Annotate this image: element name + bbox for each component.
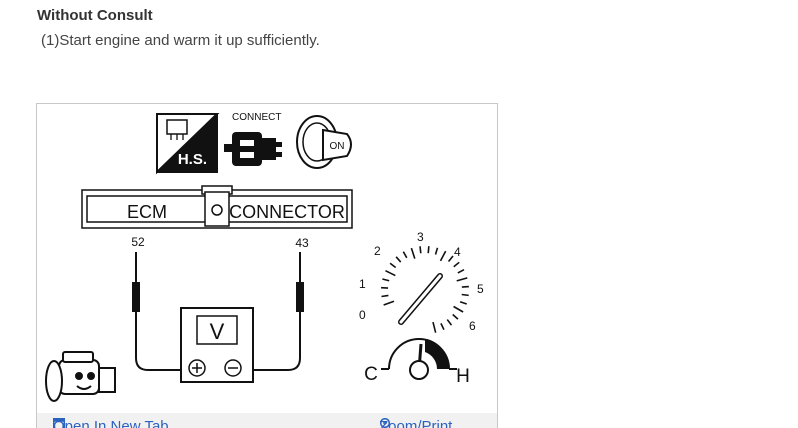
gauge-tick-6: 6 bbox=[469, 319, 476, 333]
open-in-new-tab-link[interactable]: Open In New Tab bbox=[53, 418, 169, 428]
probe-right bbox=[296, 282, 304, 312]
voltmeter: V bbox=[180, 307, 254, 383]
gauge-tick-4: 4 bbox=[454, 245, 461, 259]
gauge-tick-mark bbox=[461, 285, 469, 288]
gauge-tick-mark bbox=[383, 300, 395, 306]
gauge-tick-mark bbox=[446, 319, 453, 326]
gauge-tick-mark bbox=[447, 255, 454, 262]
engine-icon bbox=[45, 351, 116, 402]
figure-toolbar: Open In New Tab Zoom/Print bbox=[37, 413, 497, 428]
gauge-tick-mark bbox=[434, 247, 439, 255]
gauge-tick-mark bbox=[382, 278, 390, 282]
open-in-new-tab-label: Open In New Tab bbox=[53, 418, 169, 428]
gauge-tick-mark bbox=[453, 305, 464, 313]
diagram-figure: H.S. CONNECT ON ECM CONNE bbox=[36, 103, 498, 428]
gauge-tick-mark bbox=[385, 269, 396, 277]
gauge-tick-mark bbox=[381, 294, 389, 298]
gauge-tick-mark bbox=[432, 321, 437, 333]
temp-cold-label: C bbox=[364, 364, 378, 385]
wiring-diagram: H.S. CONNECT ON ECM CONNE bbox=[45, 112, 484, 402]
gauge-tick-mark bbox=[453, 261, 460, 268]
temperature-gauge: C H bbox=[364, 338, 470, 387]
gauge-tick-mark bbox=[452, 313, 459, 320]
gauge-tick-mark bbox=[389, 262, 397, 269]
hot-start-icon: H.S. bbox=[156, 113, 220, 175]
gauge-tick-mark bbox=[402, 251, 408, 259]
gauge-tick-mark bbox=[457, 268, 465, 274]
gauge-tick-mark bbox=[439, 250, 447, 262]
connector-label: CONNECTOR bbox=[229, 202, 345, 222]
connect-label: CONNECT bbox=[232, 112, 281, 123]
gauge-tick-2: 2 bbox=[374, 244, 381, 258]
temp-hot-label: H bbox=[456, 366, 470, 387]
tachometer-gauge: 0 1 2 3 4 5 6 bbox=[359, 230, 484, 333]
gauge-tick-mark bbox=[461, 293, 469, 297]
zoom-print-link[interactable]: Zoom/Print bbox=[379, 418, 452, 428]
section-heading: Without Consult bbox=[37, 7, 153, 24]
gauge-tick-mark bbox=[456, 277, 468, 282]
pin-52-label: 52 bbox=[131, 235, 145, 249]
key-on-label: ON bbox=[330, 141, 345, 152]
step-text: (1)Start engine and warm it up sufficien… bbox=[41, 32, 320, 49]
gauge-tick-mark bbox=[440, 323, 445, 331]
connector-plug-icon: CONNECT bbox=[224, 112, 282, 166]
ecm-label: ECM bbox=[127, 202, 167, 222]
zoom-print-label: Zoom/Print bbox=[379, 418, 453, 428]
hs-label: H.S. bbox=[178, 151, 207, 168]
gauge-tick-0: 0 bbox=[359, 308, 366, 322]
ignition-key-icon: ON bbox=[296, 115, 352, 169]
gauge-tick-5: 5 bbox=[477, 282, 484, 296]
probe-wires bbox=[135, 252, 301, 371]
probe-left bbox=[132, 282, 140, 312]
gauge-tick-3: 3 bbox=[417, 230, 424, 244]
gauge-tick-mark bbox=[419, 246, 422, 254]
gauge-tick-mark bbox=[395, 256, 402, 263]
ecm-connector: ECM CONNECTOR bbox=[81, 185, 353, 229]
pin-43-label: 43 bbox=[295, 236, 309, 250]
gauge-tick-mark bbox=[459, 300, 467, 305]
gauge-tick-mark bbox=[410, 247, 416, 259]
zoom-icon bbox=[379, 418, 391, 428]
voltmeter-label: V bbox=[210, 319, 225, 344]
gauge-tick-1: 1 bbox=[359, 277, 366, 291]
open-in-new-tab-icon bbox=[53, 418, 65, 428]
gauge-tick-mark bbox=[427, 246, 430, 254]
